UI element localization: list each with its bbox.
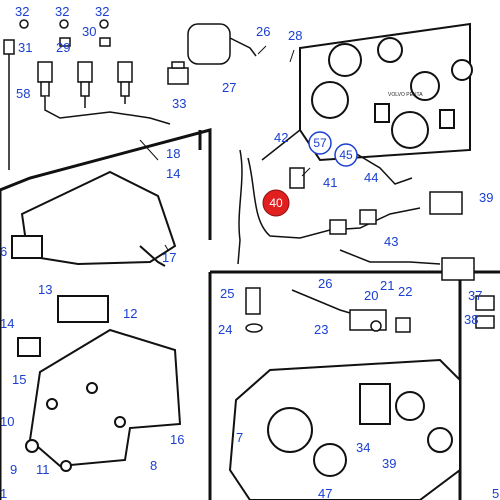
part-label-22: 22 [398,284,412,299]
engine-block [228,358,461,500]
part-label-15: 15 [12,372,26,387]
part-label-41: 41 [323,175,337,190]
glow-plug-assembly [3,19,171,170]
part-label-33: 33 [172,96,186,111]
part-label-26b: 26 [318,276,332,291]
highlighted-part-40[interactable]: 40 [262,189,290,217]
fuse-box [11,170,177,267]
part-label-58: 58 [16,86,30,101]
part-label-18: 18 [166,146,180,161]
part-label-24: 24 [218,322,232,337]
part-label-31: 31 [18,40,32,55]
part-label-23: 23 [314,322,328,337]
part-label-26: 26 [256,24,270,39]
part-label-6: 6 [0,244,7,259]
part-label-10: 10 [0,414,14,429]
part-label-13: 13 [38,282,52,297]
part-label-14b: 14 [0,316,14,331]
part-label-1: 1 [0,486,7,500]
mounting-bracket [17,295,182,472]
part-label-9: 9 [10,462,17,477]
part-label-47: 47 [318,486,332,500]
leader-lines [139,45,311,251]
part-label-11: 11 [36,462,50,477]
sensor-parts [245,287,495,333]
part-label-44: 44 [364,170,378,185]
sender-27 [187,23,257,65]
part-label-29: 29 [56,40,70,55]
part-label-37: 37 [468,288,482,303]
part-label-42: 42 [274,130,288,145]
part-label-8: 8 [150,458,157,473]
part-label-32a: 32 [15,4,29,19]
svg-text:40: 40 [269,196,283,210]
part-label-21: 21 [380,278,394,293]
part-label-17: 17 [162,250,176,265]
part-label-34: 34 [356,440,370,455]
part-label-32c: 32 [95,4,109,19]
part-number-labels: 32 32 32 30 29 31 58 33 27 26 28 42 41 4… [0,4,499,500]
svg-text:57: 57 [313,136,327,150]
part-label-5: 5 [492,486,499,500]
circled-part-57: 57 [308,131,332,155]
svg-text:45: 45 [339,148,353,162]
circled-part-45: 45 [334,143,358,167]
part-label-20: 20 [364,288,378,303]
part-label-39b: 39 [382,456,396,471]
panel-brand-text: VOLVO PENTA [388,92,423,98]
part-label-27: 27 [222,80,236,95]
instrument-panel [299,22,473,162]
wiring-harness [237,129,475,281]
sensor-33 [167,61,189,85]
part-label-43: 43 [384,234,398,249]
part-label-14a: 14 [166,166,180,181]
part-label-32b: 32 [55,4,69,19]
part-label-28: 28 [288,28,302,43]
part-label-39a: 39 [479,190,493,205]
part-label-30: 30 [82,24,96,39]
part-label-12: 12 [123,306,137,321]
part-label-7: 7 [236,430,243,445]
part-label-16: 16 [170,432,184,447]
part-label-25: 25 [220,286,234,301]
part-label-38: 38 [464,312,478,327]
